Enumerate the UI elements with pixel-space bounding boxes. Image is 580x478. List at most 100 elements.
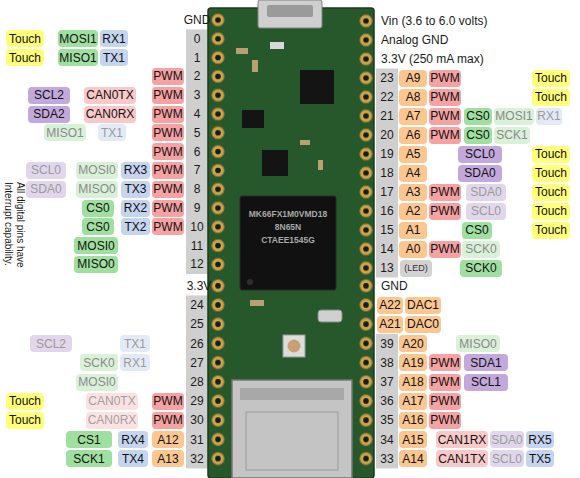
- serial-pill: RX3: [121, 162, 150, 179]
- pwm-pill: PWM: [152, 68, 184, 85]
- pin-function: A9: [406, 72, 421, 84]
- pin-function: A14: [402, 453, 423, 465]
- pin-function: PWM: [430, 129, 459, 141]
- pin-function: CAN1TX: [438, 453, 485, 465]
- pin-number: 2: [152, 68, 242, 84]
- pin-function: CAN1RX: [438, 434, 487, 446]
- touch-pill: Touch: [6, 49, 44, 66]
- pin-function: DAC0: [407, 318, 439, 330]
- pin-number: 36: [342, 393, 432, 409]
- pin-function: SCL0: [471, 205, 501, 217]
- pin-function: PWM: [153, 127, 182, 139]
- pin-function: CS0: [86, 202, 109, 214]
- smd-part: [318, 160, 323, 170]
- regulator-chip: [300, 70, 334, 104]
- pin-number: 13: [342, 260, 432, 276]
- pin-function: MISO1: [46, 127, 83, 139]
- pin-function: RX2: [124, 202, 147, 214]
- chip-marking: 8N65N: [243, 219, 333, 235]
- spi-pill-alt: MISO0: [456, 335, 500, 352]
- pin-function: CS0: [466, 129, 489, 141]
- i2c-pill: SCL0: [458, 146, 502, 163]
- pin-function: A6: [406, 129, 421, 141]
- pwm-pill: PWM: [152, 143, 184, 160]
- mcu-chip: [240, 196, 336, 290]
- i2c-pill: SCL1: [464, 374, 508, 391]
- serial-pill: RX1: [100, 30, 128, 47]
- pin-function: Touch: [535, 186, 567, 198]
- pin-function: PWM: [430, 205, 459, 217]
- pin-number: 24: [152, 297, 242, 313]
- sd-contacts: [240, 388, 344, 400]
- can-pill-alt: CAN0RX: [86, 412, 138, 429]
- pwm-pill: PWM: [152, 124, 184, 141]
- i2c-pill: SDA2: [28, 106, 70, 123]
- pin-function: A13: [157, 453, 178, 465]
- pin-number: 10: [152, 219, 242, 235]
- pin-number: 37: [342, 374, 432, 390]
- pin-number: 29: [152, 393, 242, 409]
- smd-part: [270, 42, 284, 49]
- spi-pill-alt: MOSI0: [76, 374, 118, 391]
- pin-function: RX1: [123, 357, 146, 369]
- serial-pill: TX3: [121, 181, 150, 198]
- i2c-pill: SDA0: [458, 165, 502, 182]
- small-chip: [242, 110, 264, 128]
- pin-function: TX1: [101, 127, 123, 139]
- pad-row: [358, 12, 374, 278]
- pin-function: RX1: [537, 110, 560, 122]
- pin-function: MISO0: [77, 258, 114, 270]
- pin-number: 11: [152, 238, 242, 254]
- analog-pill: A6: [399, 127, 427, 144]
- serial-pill-alt: TX1: [120, 335, 150, 352]
- spi-pill-alt: SCK0: [462, 241, 500, 258]
- pin-function: SDA0: [464, 167, 495, 179]
- pwm-pill: PWM: [152, 200, 184, 217]
- pin-number: 6: [152, 144, 242, 160]
- analog-pill: A4: [399, 165, 427, 182]
- pwm-pill: PWM: [152, 412, 184, 429]
- small-chip: [262, 150, 288, 176]
- pin-function: PWM: [430, 357, 459, 369]
- pin-number: 19: [342, 146, 432, 162]
- pin-function: SCL0: [31, 164, 61, 176]
- pin-function: (LED): [404, 264, 428, 273]
- pwm-pill: PWM: [429, 89, 461, 106]
- pwm-pill: PWM: [429, 184, 461, 201]
- pin-number: 8: [152, 181, 242, 197]
- pin-function: PWM: [153, 414, 182, 426]
- pwm-pill: PWM: [429, 70, 461, 87]
- pin-number: 34: [342, 432, 432, 448]
- i2c-pill-alt: SDA0: [26, 181, 66, 198]
- pin-function: A8: [406, 91, 421, 103]
- serial-pill: RX2: [121, 200, 150, 217]
- pin-function: SDA0: [470, 186, 501, 198]
- spi-pill: CS0: [82, 200, 114, 217]
- pin-function: MISO1: [59, 52, 96, 64]
- pin-function: SDA0: [491, 434, 522, 446]
- serial-pill: TX2: [121, 218, 150, 235]
- pin-function: A15: [402, 434, 423, 446]
- pin-function: MOSI1: [495, 110, 532, 122]
- analog-pill: A21: [377, 316, 403, 333]
- analog-pill: A2: [399, 203, 427, 220]
- pin-number: 4: [152, 106, 242, 122]
- pwm-pill: PWM: [429, 412, 461, 429]
- touch-pill: Touch: [6, 393, 44, 410]
- analog-pill: A12: [152, 431, 184, 448]
- pin-function: TX2: [124, 221, 146, 233]
- pwm-pill: PWM: [429, 393, 461, 410]
- pwm-pill: PWM: [429, 108, 461, 125]
- pin-function: Touch: [9, 52, 41, 64]
- power-label: 3.3V: [154, 278, 244, 294]
- pin-function: SCK0: [83, 357, 114, 369]
- pad-row: [210, 276, 226, 468]
- pin-number: 12: [152, 256, 242, 272]
- usb-connector: [258, 0, 322, 28]
- pin-function: A18: [402, 376, 423, 388]
- spi-pill: CS0: [462, 222, 492, 239]
- chip-marking: MK66FX1M0VMD18: [243, 206, 333, 222]
- pin-function: RX3: [124, 164, 147, 176]
- smd-part: [252, 60, 258, 72]
- pin-function: A4: [406, 167, 421, 179]
